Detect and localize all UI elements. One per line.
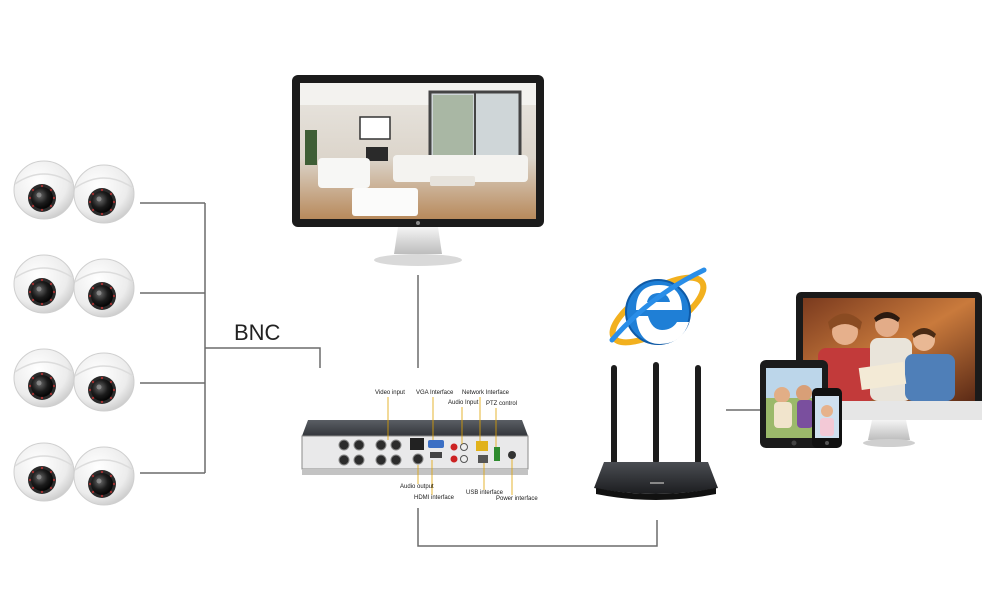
vga-interface-label: VGA Interface: [416, 390, 454, 396]
bnc-line-to-dvr: [205, 347, 321, 368]
imac-icon: [796, 292, 982, 447]
dome-camera-icon: [13, 160, 75, 220]
dome-camera-icon: [13, 254, 75, 314]
usb-interface-label: USB interface: [466, 490, 504, 496]
video-input-label: Video input: [375, 390, 405, 396]
audio-input-label: Audio Input: [448, 400, 479, 406]
power-interface-label: Power interface: [496, 496, 538, 502]
camera-grid: [13, 160, 135, 506]
monitor-icon: [292, 75, 544, 266]
audio-output-label: Audio output: [400, 484, 434, 490]
bnc-label: BNC: [234, 320, 281, 345]
router-icon: [594, 362, 718, 500]
dome-camera-icon: [73, 164, 135, 224]
dome-camera-icon: [13, 442, 75, 502]
tablet-icon: [760, 360, 828, 448]
network-interface-label: Network Interface: [462, 390, 510, 396]
internet-explorer-icon: [609, 267, 707, 346]
dvr-recorder-icon: Video input VGA Interface Audio Input Ne…: [301, 390, 538, 502]
dome-camera-icon: [73, 446, 135, 506]
ptz-control-label: PTZ control: [486, 401, 517, 407]
dome-camera-icon: [73, 258, 135, 318]
dvr-to-router-line: [417, 508, 658, 547]
smartphone-icon: [812, 388, 842, 448]
dome-camera-icon: [73, 352, 135, 412]
dome-camera-icon: [13, 348, 75, 408]
hdmi-interface-label: HDMI interface: [414, 495, 455, 501]
connection-lines: [140, 202, 760, 547]
